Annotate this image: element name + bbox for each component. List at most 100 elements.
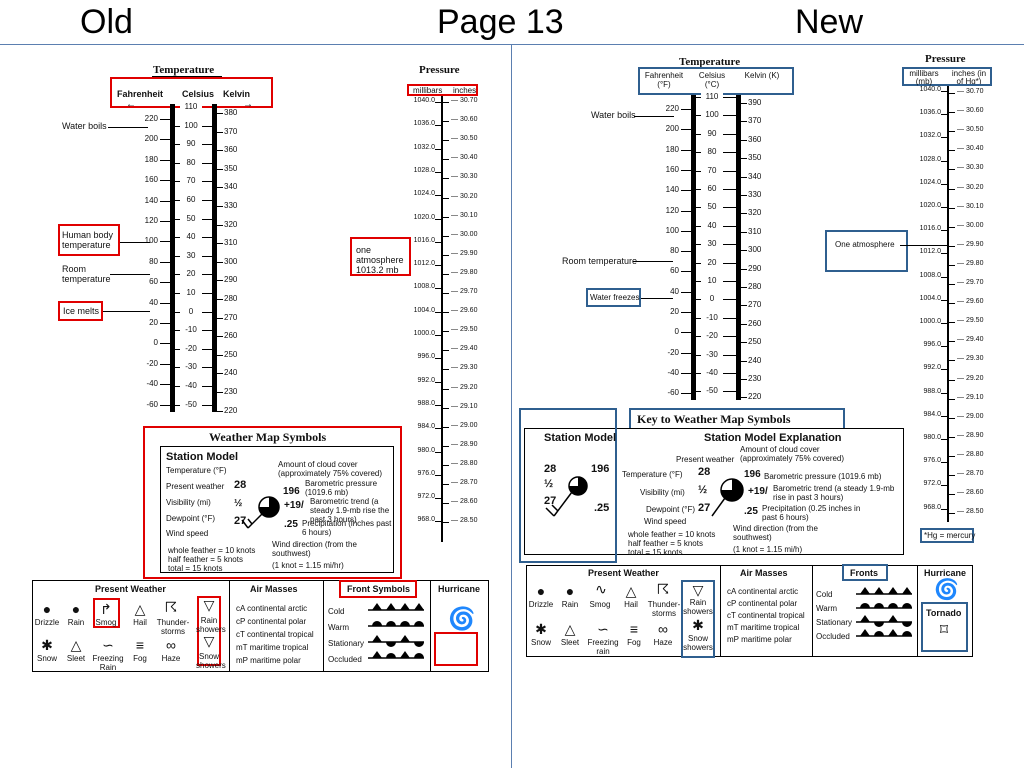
old-k-tick-mark-14 — [217, 373, 223, 375]
new-in-tick-3: — 30.40 — [957, 145, 984, 153]
old-f-tick-mark-7 — [160, 261, 170, 263]
haze-icon: ∞ — [166, 637, 176, 653]
new-mini-d: 27 — [544, 495, 557, 507]
new-c-tick-1: 100 — [701, 110, 723, 120]
new-f-tick-9: 40 — [670, 286, 679, 296]
old-mb-tick-3: 1028.0 — [413, 166, 435, 174]
old-pw-snow: Snow — [36, 654, 57, 663]
old-sm-baro: Barometric pressure (1019.6 mb) — [305, 479, 378, 497]
new-f-tick-mark-9 — [681, 291, 691, 293]
old-k-tick-14: 240 — [224, 368, 238, 378]
new-thermo-bar-2 — [736, 95, 741, 400]
old-f-tick-mark-8 — [160, 282, 170, 284]
old-mb-tick-mark-17 — [435, 498, 441, 500]
new-drizzle-icon: ● — [536, 583, 546, 599]
old-c-tick-15: -40 — [180, 381, 202, 390]
new-hail-icon: △ — [625, 583, 637, 599]
old-legend-div2 — [323, 580, 324, 672]
old-water-boils: Water boils — [62, 121, 107, 131]
new-in-tick-mark-2 — [949, 131, 955, 133]
old-col-c: Celsius — [182, 89, 215, 99]
old-sm-trend: +19/ — [284, 500, 304, 511]
snow-icon: ✱ — [41, 637, 53, 653]
old-fronts-title: Front Symbols — [347, 584, 411, 594]
new-front-warm: Warm — [816, 604, 838, 613]
old-f-tick-4: 140 — [144, 195, 158, 205]
old-sm-temp-label: Temperature (°F) — [166, 466, 227, 475]
old-k-tick-15: 230 — [224, 387, 238, 396]
new-f-tick-10: 20 — [670, 307, 679, 316]
new-sm-p: 196 — [744, 469, 761, 480]
old-c-tick-1: 100 — [180, 120, 202, 130]
old-in-tick-20: — 28.70 — [451, 479, 478, 486]
new-mb-tick-14: 984.0 — [923, 410, 941, 418]
old-in-tick-6: — 30.10 — [451, 211, 478, 219]
new-fronts-highlight — [842, 564, 888, 581]
old-f-tick-mark-6 — [160, 241, 170, 243]
new-snow-showers-icon: ✱ — [692, 617, 704, 633]
old-sm-cloud: Amount of cloud cover (approximately 75%… — [278, 460, 383, 478]
old-c-tick-11: 0 — [180, 306, 202, 316]
new-f-tick-6: 100 — [665, 225, 679, 235]
old-mb-tick-mark-3 — [435, 171, 441, 173]
old-in-tick-11: — 29.60 — [451, 307, 478, 315]
old-f-tick-mark-14 — [160, 404, 170, 406]
new-am-mt: mT maritime tropical — [727, 623, 800, 632]
rain-showers-icon: ▽ — [203, 597, 215, 613]
new-mb-tick-mark-13 — [941, 392, 947, 394]
hail-icon: △ — [134, 601, 146, 617]
old-temp-title-rule — [152, 76, 222, 77]
new-in-tick-mark-14 — [949, 360, 955, 362]
new-col-mb: millibars (mb) — [909, 69, 939, 86]
new-f-tick-12: -20 — [667, 347, 679, 357]
new-smog-icon: ∿ — [595, 581, 607, 597]
old-in-tick-mark-21 — [443, 503, 449, 505]
new-sm-temp-label: Temperature (°F) — [622, 470, 683, 479]
new-water-freezes-line — [641, 298, 673, 299]
new-tornado-title: Tornado — [926, 608, 962, 618]
new-f-tick-mark-4 — [681, 190, 691, 192]
old-pw-title: Present Weather — [95, 584, 166, 594]
old-in-tick-1: — 30.60 — [451, 116, 478, 124]
new-col-c: Celsius (°C) — [698, 71, 726, 89]
new-sm-wind-label: Wind speed — [644, 517, 687, 526]
old-mb-tick-mark-8 — [435, 288, 441, 290]
new-f-tick-0: 220 — [665, 104, 679, 113]
new-pressure-bar — [947, 86, 949, 522]
new-knot: (1 knot = 1.15 mi/h) — [733, 545, 803, 554]
new-sleet-icon: △ — [564, 621, 576, 637]
new-k-tick-9: 290 — [748, 263, 762, 273]
new-f-tick-mark-6 — [681, 230, 691, 232]
new-k-tick-mark-9 — [741, 268, 747, 270]
new-water-freezes-highlight — [586, 288, 641, 307]
new-f-tick-1: 200 — [665, 124, 679, 134]
old-k-tick-mark-7 — [217, 243, 223, 245]
old-in-tick-9: — 29.80 — [451, 268, 478, 276]
old-f-tick-mark-11 — [160, 343, 170, 345]
new-station-highlight — [519, 408, 617, 563]
new-showers-highlight — [681, 580, 715, 658]
new-mb-tick-16: 976.0 — [923, 457, 941, 465]
old-in-tick-3: — 30.40 — [451, 154, 478, 162]
new-mb-tick-2: 1032.0 — [919, 132, 941, 140]
new-f-tick-mark-0 — [681, 109, 691, 110]
old-f-tick-6: 100 — [144, 236, 158, 246]
new-mb-tick-mark-1 — [941, 114, 947, 116]
new-feather-whole: whole feather = 10 knots — [628, 530, 716, 539]
new-k-tick-0: 390 — [748, 98, 762, 107]
new-k-tick-mark-1 — [741, 121, 747, 123]
old-sm-winddir: Wind direction (from the southwest) — [272, 540, 357, 558]
new-in-tick-2: — 30.50 — [957, 126, 984, 134]
old-in-tick-mark-15 — [443, 388, 449, 390]
old-in-tick-5: — 30.20 — [451, 192, 478, 200]
new-one-atm: One atmosphere — [835, 240, 895, 249]
new-pw-freezing: Freezing rain — [587, 638, 619, 656]
old-f-tick-mark-13 — [160, 384, 170, 386]
old-station-title: Station Model — [166, 451, 239, 463]
old-k-tick-13: 250 — [224, 349, 238, 359]
new-mb-tick-mark-2 — [941, 137, 947, 139]
old-in-tick-mark-10 — [443, 293, 449, 294]
new-water-freezes: Water freezes — [590, 293, 640, 302]
new-mb-tick-3: 1028.0 — [919, 155, 941, 163]
old-k-tick-1: 370 — [224, 126, 238, 136]
